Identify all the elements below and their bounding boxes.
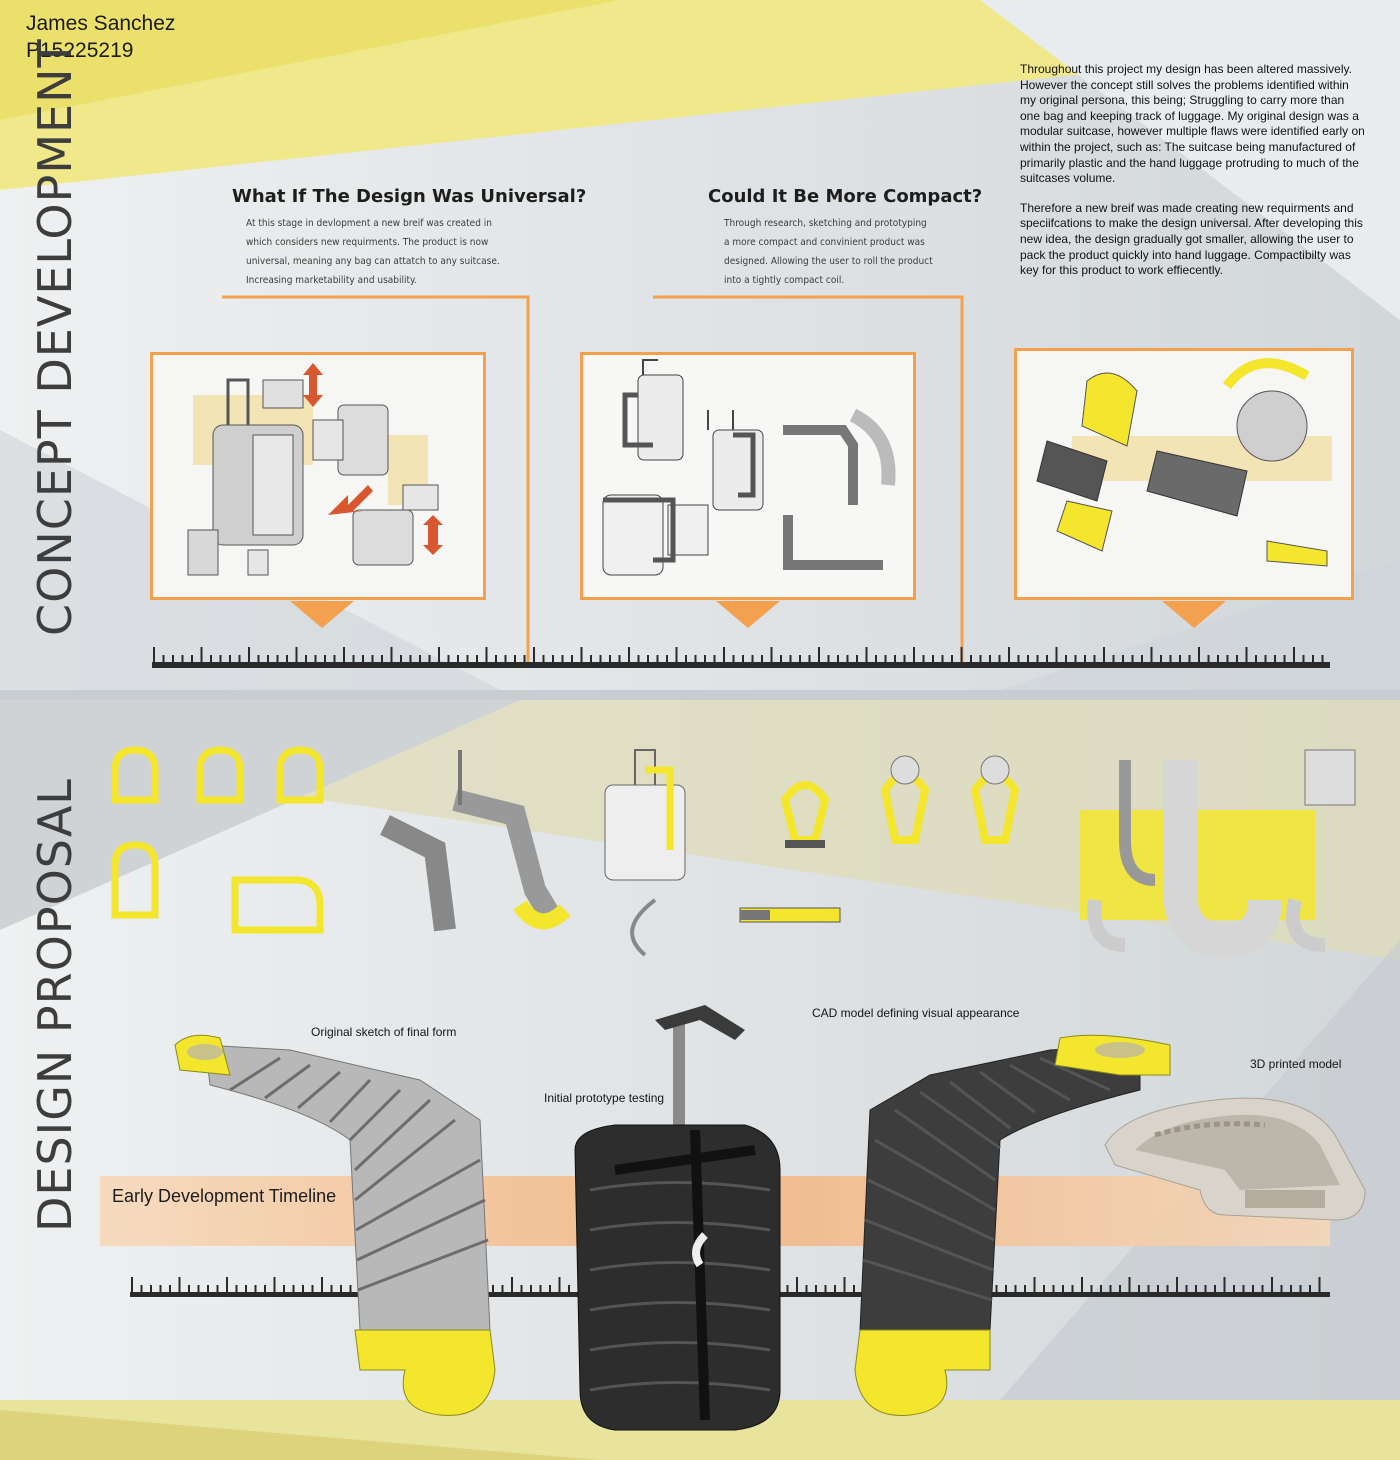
proposal-sketches [111, 746, 1356, 958]
sketch-frame-universal [150, 352, 486, 600]
coil-sketch-image [1017, 351, 1351, 597]
text-universal: At this stage in devlopment a new breif … [246, 218, 500, 286]
section-title-design: DESIGN PROPOSAL [28, 778, 82, 1232]
author-name: James Sanchez [26, 12, 176, 35]
text-compact: Through research, sketching and prototyp… [724, 218, 933, 286]
intro-paragraph-2: Therefore a new breif was made creating … [1020, 200, 1363, 278]
heading-universal: What If The Design Was Universal? [232, 186, 587, 207]
heading-compact: Could It Be More Compact? [708, 186, 983, 207]
cad-model-render [854, 1034, 1171, 1416]
timeline-label: Early Development Timeline [112, 1186, 337, 1206]
suitcase-sketch-image [153, 355, 483, 597]
handle-design-sketches [739, 755, 1020, 923]
sketch-frame-compact [580, 352, 916, 600]
sketch-frame-coil [1014, 348, 1354, 600]
strap-sketch [380, 750, 571, 932]
compact-sketch-image [583, 355, 913, 597]
caption-cad: CAD model defining visual appearance [812, 1006, 1020, 1020]
intro-paragraph-1: Throughout this project my design has be… [1020, 62, 1365, 186]
prototype-photo [574, 1005, 781, 1431]
printed-model-render [1104, 1097, 1366, 1221]
caption-original-sketch: Original sketch of final form [311, 1025, 457, 1039]
caption-prototype: Initial prototype testing [544, 1091, 665, 1105]
suitcase-sketch [604, 749, 686, 957]
coil-hook-sketches [1080, 749, 1356, 958]
upper-ruler [152, 647, 1330, 668]
intro-text: Throughout this project my design has be… [1020, 62, 1365, 293]
author-id: P15225219 [26, 39, 134, 62]
author-block: James Sanchez P15225219 [26, 10, 175, 64]
original-sketch-render [174, 1034, 496, 1416]
section-title-concept: CONCEPT DEVELOPMENT [28, 38, 82, 636]
caption-printed: 3D printed model [1250, 1057, 1342, 1071]
hook-variants-sketch [111, 746, 324, 934]
